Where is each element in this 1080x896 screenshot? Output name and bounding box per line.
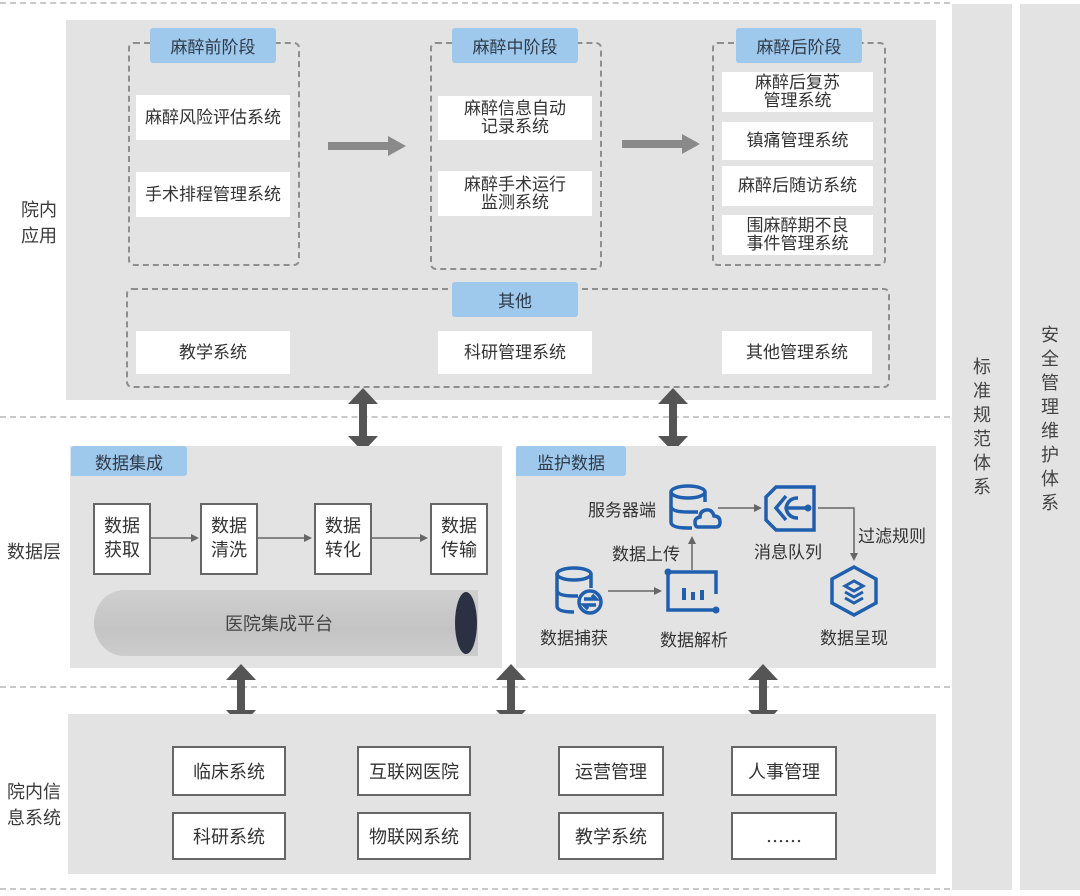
info-system-item[interactable]: 科研系统: [172, 812, 286, 860]
info-system-item[interactable]: ……: [731, 812, 837, 860]
chart-parse-icon: [664, 568, 720, 614]
queue-to-present-arrow-icon: [818, 507, 858, 561]
stage-pre-item[interactable]: 手术排程管理系统: [136, 172, 290, 217]
security-column: 安全管理维护体系: [1020, 4, 1080, 890]
step-arrow-icon: [256, 534, 312, 542]
bidirectional-arrow-icon: [348, 388, 378, 452]
integration-step[interactable]: 数据 清洗: [200, 503, 258, 575]
database-cloud-icon: [669, 484, 722, 530]
bidirectional-arrow-icon: [226, 664, 256, 726]
stage-mid-title: 麻醉中阶段: [452, 28, 578, 63]
stage-pre-item[interactable]: 麻醉风险评估系统: [136, 95, 290, 140]
queue-label: 消息队列: [754, 543, 822, 563]
parse-to-server-arrow-icon: [688, 536, 696, 570]
flow-arrow-right-icon: [622, 134, 700, 154]
others-item[interactable]: 科研管理系统: [438, 331, 592, 374]
standards-label: 标准规范体系: [973, 357, 991, 498]
step-arrow-icon: [149, 534, 199, 542]
integration-step[interactable]: 数据 传输: [430, 503, 488, 575]
standards-column: 标准规范体系: [952, 4, 1012, 890]
upload-edge-label: 数据上传: [612, 545, 680, 565]
stage-post-item[interactable]: 镇痛管理系统: [722, 122, 873, 160]
parse-label: 数据解析: [660, 631, 728, 651]
server-label: 服务器端: [588, 501, 656, 521]
others-title: 其他: [452, 282, 578, 317]
info-system-item[interactable]: 物联网系统: [357, 812, 471, 860]
info-system-item[interactable]: 教学系统: [558, 812, 664, 860]
flow-arrow-right-icon: [328, 136, 406, 156]
layers-hexagon-icon: [830, 565, 878, 617]
database-exchange-icon: [555, 566, 603, 615]
stage-mid-box: [430, 42, 602, 270]
filter-edge-label: 过滤规则: [858, 527, 926, 547]
stage-pre-box: [128, 42, 300, 266]
platform-end-cap: [455, 592, 477, 654]
stage-post-item[interactable]: 麻醉后随访系统: [722, 166, 873, 206]
stage-post-title: 麻醉后阶段: [736, 28, 862, 63]
integration-step[interactable]: 数据 转化: [314, 503, 372, 575]
security-label: 安全管理维护体系: [1041, 325, 1059, 514]
others-item[interactable]: 教学系统: [136, 331, 290, 374]
layer-label-app: 院内 应用: [21, 200, 57, 247]
monitoring-title: 监护数据: [516, 446, 626, 476]
separator-top: [0, 2, 950, 4]
stage-post-item[interactable]: 麻醉后复苏 管理系统: [722, 72, 873, 112]
step-arrow-icon: [370, 534, 428, 542]
bidirectional-arrow-icon: [748, 664, 778, 726]
separator-app-data: [0, 416, 950, 418]
stage-mid-item[interactable]: 麻醉信息自动 记录系统: [438, 96, 592, 140]
layer-label-data: 数据层: [7, 542, 61, 563]
data-integration-title: 数据集成: [71, 446, 187, 476]
info-system-item[interactable]: 人事管理: [731, 746, 837, 796]
message-queue-icon: [764, 485, 816, 532]
info-system-item[interactable]: 互联网医院: [357, 746, 471, 796]
separator-bottom: [0, 888, 950, 890]
info-system-item[interactable]: 临床系统: [172, 746, 286, 796]
platform-label: 医院集成平台: [225, 614, 333, 635]
bidirectional-arrow-icon: [496, 664, 526, 726]
layer-label-info: 院内信 息系统: [7, 782, 61, 829]
integration-step[interactable]: 数据 获取: [93, 503, 151, 575]
others-item[interactable]: 其他管理系统: [722, 331, 872, 374]
stage-mid-item[interactable]: 麻醉手术运行 监测系统: [438, 171, 592, 216]
bidirectional-arrow-icon: [658, 388, 688, 452]
info-system-item[interactable]: 运营管理: [558, 746, 664, 796]
capture-label: 数据捕获: [540, 629, 608, 649]
server-to-queue-arrow-icon: [718, 504, 762, 512]
monitoring-panel: [516, 446, 936, 668]
separator-data-info: [0, 686, 950, 688]
integration-platform[interactable]: 医院集成平台: [94, 590, 478, 656]
capture-to-parse-arrow-icon: [608, 587, 662, 595]
present-label: 数据呈现: [820, 629, 888, 649]
stage-pre-title: 麻醉前阶段: [150, 28, 276, 63]
stage-post-item[interactable]: 围麻醉期不良 事件管理系统: [722, 215, 873, 255]
